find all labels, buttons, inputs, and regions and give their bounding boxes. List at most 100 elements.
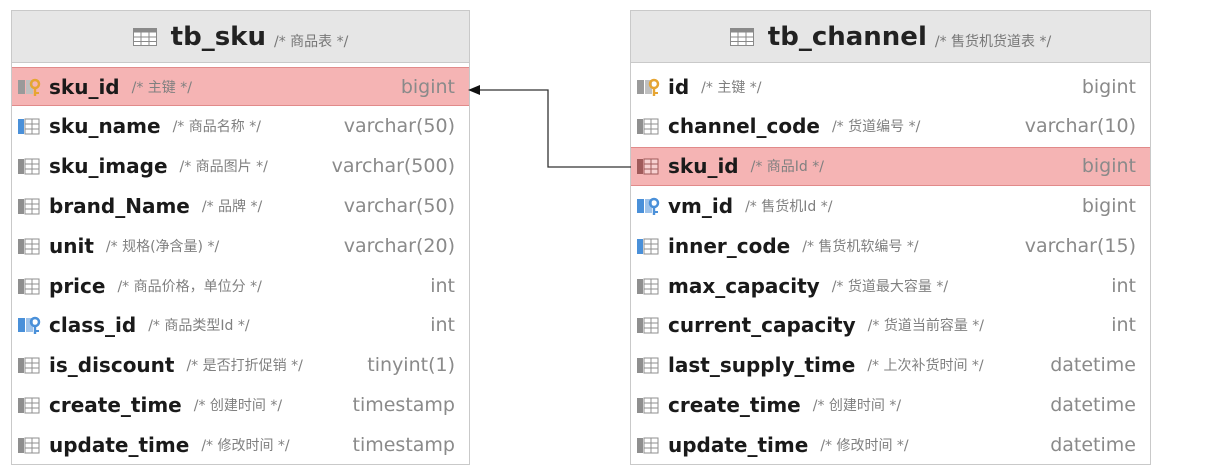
column-comment: /* 品牌 */	[201, 198, 263, 215]
column-comment: /* 商品价格，单位分 */	[117, 278, 262, 295]
column-icon	[17, 354, 43, 376]
column-name: channel_code	[668, 114, 820, 139]
foreign-column-icon	[636, 155, 662, 177]
column-name: sku_id	[668, 154, 739, 179]
column-type: int	[1111, 314, 1136, 337]
column-row[interactable]: max_capacity/* 货道最大容量 */int	[631, 266, 1150, 305]
column-row[interactable]: is_discount /* 是否打折促销 */ tinyint(1)	[12, 346, 469, 385]
indexed-column-icon	[17, 115, 43, 137]
column-type: int	[1111, 274, 1136, 297]
column-comment: /* 售货机Id */	[745, 198, 833, 215]
column-name: inner_code	[668, 233, 791, 258]
column-name: unit	[49, 233, 94, 258]
column-icon	[636, 275, 662, 297]
column-row[interactable]: id /* 主键 */ bigint	[631, 67, 1150, 106]
column-type: int	[430, 274, 455, 297]
column-row[interactable]: sku_name /* 商品名称 */ varchar(50)	[12, 107, 469, 146]
column-row[interactable]: current_capacity /* 货道当前容量 */ int	[631, 306, 1150, 345]
column-comment: /* 商品Id */	[750, 159, 824, 176]
column-type: bigint	[1081, 194, 1136, 217]
column-type: timestamp	[352, 433, 456, 456]
table-comment: /* 售货机货道表 */	[934, 33, 1052, 50]
column-name: vm_id	[668, 193, 734, 218]
column-name: sku_id	[49, 74, 120, 99]
column-type: varchar(50)	[343, 115, 455, 138]
column-name: sku_image	[49, 154, 168, 179]
table-comment: /* 商品表 */	[273, 33, 349, 50]
column-name: class_id	[49, 313, 137, 338]
foreign-key-icon	[636, 195, 662, 217]
column-comment: /* 商品类型Id */	[148, 318, 250, 335]
column-comment: /* 货道编号 */	[831, 119, 921, 136]
column-name: update_time	[668, 432, 809, 457]
column-type: tinyint(1)	[367, 354, 455, 377]
column-comment: /* 是否打折促销 */	[186, 358, 303, 375]
table-header: tb_channel /* 售货机货道表 */	[631, 11, 1150, 63]
column-comment: /* 创建时间 */	[812, 397, 902, 414]
column-row[interactable]: vm_id /* 售货机Id */ bigint	[631, 186, 1150, 225]
column-type: varchar(15)	[1024, 234, 1136, 257]
column-comment: /* 规格(净含量) */	[105, 238, 220, 255]
column-type: varchar(500)	[331, 155, 455, 178]
column-row[interactable]: channel_code/* 货道编号 */varchar(10)	[631, 107, 1150, 146]
column-row[interactable]: create_time/* 创建时间 */timestamp	[12, 385, 469, 424]
column-name: brand_Name	[49, 193, 190, 218]
column-row[interactable]: create_time/* 创建时间 */datetime	[631, 385, 1150, 424]
column-row[interactable]: inner_code /* 售货机软编号 */ varchar(15)	[631, 226, 1150, 265]
column-icon	[636, 434, 662, 456]
column-name: is_discount	[49, 353, 175, 378]
column-name: current_capacity	[668, 313, 856, 338]
column-name: id	[668, 74, 690, 99]
column-icon	[17, 275, 43, 297]
column-comment: /* 货道最大容量 */	[831, 278, 949, 295]
table-name: tb_sku	[170, 21, 266, 52]
column-comment: /* 商品图片 */	[179, 159, 268, 176]
column-icon	[636, 394, 662, 416]
table-name: tb_channel	[767, 21, 927, 52]
column-type: int	[430, 314, 455, 337]
relation-line	[478, 89, 631, 168]
column-icon	[636, 314, 662, 336]
table-icon	[729, 27, 754, 46]
column-row[interactable]: sku_id/* 主键 */bigint	[12, 67, 469, 106]
column-comment: /* 修改时间 */	[820, 437, 909, 454]
column-row[interactable]: price/* 商品价格，单位分 */int	[12, 266, 469, 305]
column-row[interactable]: update_time/* 修改时间 */datetime	[631, 425, 1150, 464]
column-icon	[17, 155, 43, 177]
column-comment: /* 修改时间 */	[201, 437, 290, 454]
column-icon	[17, 394, 43, 416]
table-tb-channel[interactable]: tb_channel /* 售货机货道表 */ id /* 主键 */ bigint…	[630, 10, 1151, 465]
column-type: bigint	[1081, 75, 1136, 98]
column-comment: /* 上次补货时间 */	[867, 358, 984, 375]
column-type: varchar(20)	[343, 234, 455, 257]
column-comment: /* 商品名称 */	[172, 119, 261, 136]
column-row[interactable]: class_id /* 商品类型Id */ int	[12, 306, 469, 345]
column-row[interactable]: sku_id/* 商品Id */bigint	[631, 146, 1150, 186]
arrowhead-icon	[468, 85, 480, 95]
primary-key-icon	[636, 76, 662, 98]
column-comment: /* 主键 */	[701, 79, 762, 96]
column-comment: /* 主键 */	[131, 79, 192, 96]
table-icon	[132, 27, 157, 46]
column-name: update_time	[49, 432, 190, 457]
column-comment: /* 售货机软编号 */	[802, 238, 919, 255]
column-name: sku_name	[49, 114, 161, 139]
column-row[interactable]: update_time /* 修改时间 */ timestamp	[12, 425, 469, 464]
primary-key-icon	[17, 76, 43, 98]
column-type: datetime	[1050, 354, 1136, 377]
column-icon	[636, 354, 662, 376]
column-type: timestamp	[352, 393, 456, 416]
column-type: datetime	[1050, 393, 1136, 416]
column-row[interactable]: last_supply_time /* 上次补货时间 */ datetime	[631, 346, 1150, 385]
column-icon	[17, 235, 43, 257]
column-row[interactable]: sku_image /* 商品图片 */ varchar(500)	[12, 147, 469, 186]
foreign-key-icon	[17, 314, 43, 336]
column-icon	[17, 195, 43, 217]
column-icon	[17, 434, 43, 456]
column-comment: /* 货道当前容量 */	[867, 318, 984, 335]
column-row[interactable]: brand_Name/* 品牌 */varchar(50)	[12, 186, 469, 225]
column-row[interactable]: unit /* 规格(净含量) */ varchar(20)	[12, 226, 469, 265]
column-name: last_supply_time	[668, 353, 856, 378]
